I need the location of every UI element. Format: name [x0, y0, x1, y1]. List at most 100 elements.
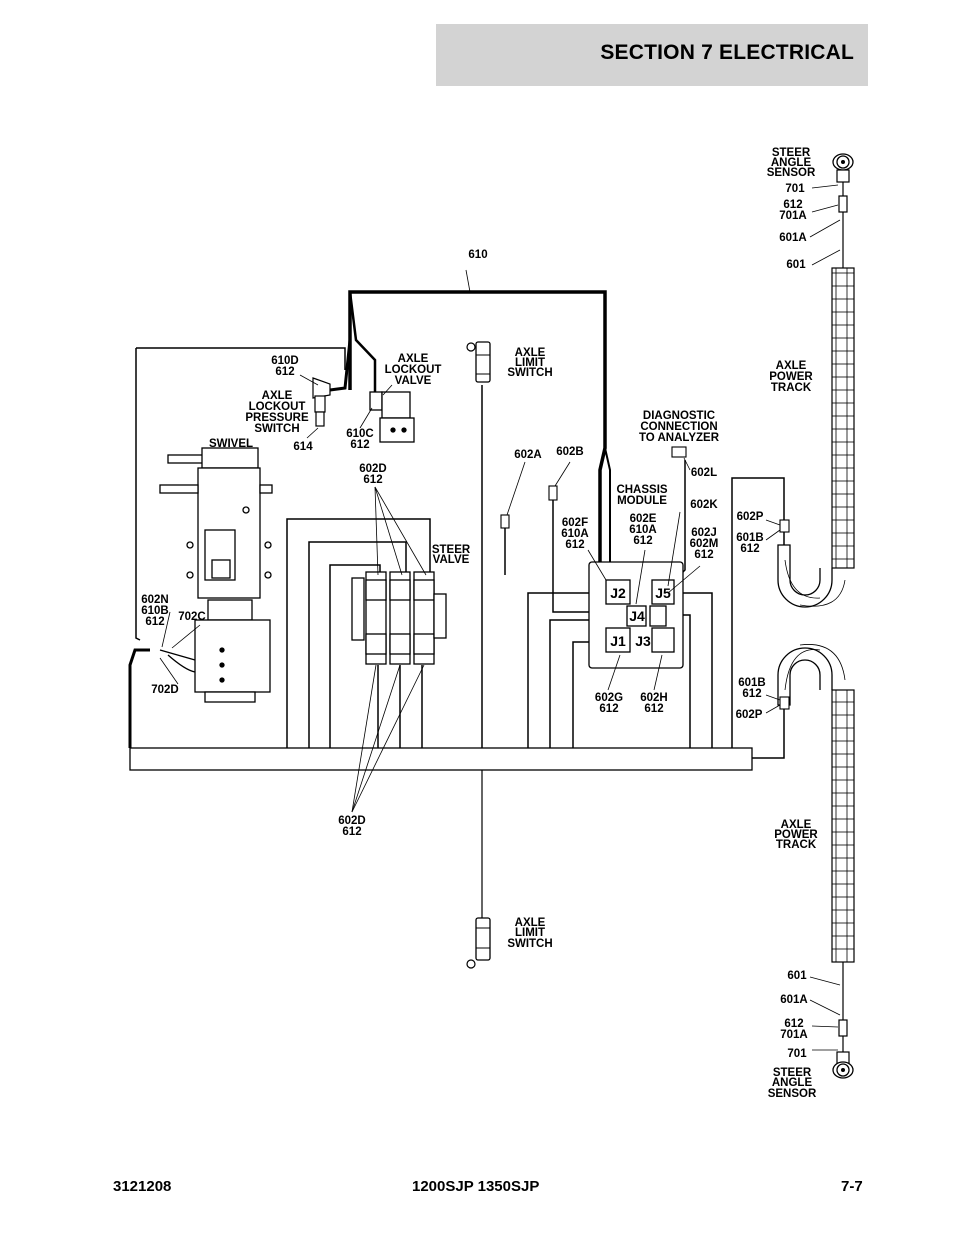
svg-text:TO ANALYZER: TO ANALYZER	[639, 432, 720, 444]
svg-text:602F: 602F	[562, 517, 588, 529]
svg-text:SWITCH: SWITCH	[254, 423, 299, 435]
label-chassis-module: CHASSIS MODULE	[616, 484, 667, 507]
label-602n: 602N 610B 612	[141, 594, 169, 628]
chassis-module	[588, 561, 684, 669]
axle-limit-switch-bottom	[466, 917, 491, 969]
label-601-top: 601	[786, 259, 806, 271]
svg-text:612: 612	[342, 826, 361, 838]
svg-text:POWER: POWER	[769, 371, 813, 383]
svg-text:LIMIT: LIMIT	[515, 357, 545, 369]
label-602p-601b-top: 602P 601B 612	[736, 511, 764, 555]
footer-doc-number: 3121208	[113, 1178, 172, 1195]
svg-text:612: 612	[275, 366, 294, 378]
svg-text:TRACK: TRACK	[776, 839, 817, 851]
svg-text:612: 612	[633, 535, 652, 547]
label-702c: 702C	[178, 611, 206, 623]
svg-text:VALVE: VALVE	[395, 375, 432, 387]
label-602j: 602J 602M 612	[690, 527, 719, 561]
section-title: SECTION 7 ELECTRICAL	[600, 41, 854, 64]
svg-text:AXLE: AXLE	[515, 347, 546, 359]
svg-text:612: 612	[145, 616, 164, 628]
label-602e: 602E 610A 612	[629, 513, 657, 547]
svg-text:AXLE: AXLE	[398, 353, 429, 365]
svg-text:STEER: STEER	[432, 544, 471, 556]
label-602f: 602F 610A 612	[561, 517, 589, 551]
svg-text:SENSOR: SENSOR	[768, 1088, 817, 1100]
connector-602p-bottom	[779, 696, 790, 710]
svg-text:601B: 601B	[738, 677, 766, 689]
connector-602a	[500, 514, 510, 529]
label-602p-bottom: 602P	[736, 709, 763, 721]
svg-text:PRESSURE: PRESSURE	[245, 412, 309, 424]
svg-text:602D: 602D	[338, 815, 366, 827]
svg-text:612: 612	[742, 688, 761, 700]
svg-text:602N: 602N	[141, 594, 169, 606]
svg-text:LOCKOUT: LOCKOUT	[249, 401, 306, 413]
svg-text:STEER: STEER	[773, 1067, 812, 1079]
steer-valve	[351, 571, 447, 665]
svg-text:SWITCH: SWITCH	[507, 938, 552, 950]
chassis-frame	[129, 747, 753, 771]
label-612-701a-bottom: 612 701A	[780, 1018, 808, 1041]
label-602g: 602G 612	[595, 692, 623, 715]
label-610c-612: 610C 612	[346, 428, 374, 451]
svg-text:AXLE: AXLE	[515, 917, 546, 929]
svg-text:AXLE: AXLE	[262, 390, 293, 402]
label-steer-valve: STEER VALVE	[432, 544, 471, 566]
svg-text:601B: 601B	[736, 532, 764, 544]
svg-text:AXLE: AXLE	[776, 360, 807, 372]
svg-text:612: 612	[740, 543, 759, 555]
svg-text:602E: 602E	[630, 513, 657, 525]
svg-text:TRACK: TRACK	[771, 382, 812, 394]
label-601a-top: 601A	[779, 232, 807, 244]
svg-text:602H: 602H	[640, 692, 668, 704]
label-axle-power-track-top: AXLE POWER TRACK	[769, 360, 813, 394]
wire-sensor-top	[838, 182, 848, 268]
jack-j2: J2	[610, 585, 626, 601]
section-header: SECTION 7 ELECTRICAL	[436, 24, 868, 86]
svg-text:610C: 610C	[346, 428, 374, 440]
label-701-top: 701	[785, 183, 805, 195]
connector-602p-top	[779, 519, 790, 533]
svg-text:SWITCH: SWITCH	[507, 367, 552, 379]
label-601-bottom: 601	[787, 970, 807, 982]
svg-text:612: 612	[363, 474, 382, 486]
label-614: 614	[293, 441, 313, 453]
label-602d-612-bottom: 602D 612	[338, 815, 366, 838]
footer-page-number: 7-7	[841, 1178, 863, 1195]
svg-text:DIAGNOSTIC: DIAGNOSTIC	[643, 410, 715, 422]
label-602k: 602K	[690, 499, 718, 511]
svg-text:LOCKOUT: LOCKOUT	[385, 364, 442, 376]
axle-limit-switch-top	[466, 341, 491, 383]
jack-j4: J4	[629, 608, 645, 624]
label-602h: 602H 612	[640, 692, 668, 715]
axle-power-track-upper	[831, 267, 855, 569]
axle-power-track-lower	[831, 689, 855, 963]
svg-text:ANGLE: ANGLE	[771, 157, 812, 169]
svg-text:POWER: POWER	[774, 829, 818, 841]
steer-angle-sensor-bottom	[832, 1051, 854, 1079]
label-steer-angle-sensor-top: STEER ANGLE SENSOR	[767, 147, 816, 179]
svg-text:612: 612	[599, 703, 618, 715]
svg-text:612: 612	[350, 439, 369, 451]
svg-text:ANGLE: ANGLE	[772, 1077, 813, 1089]
svg-text:612: 612	[784, 1018, 803, 1030]
label-axle-power-track-bottom: AXLE POWER TRACK	[774, 819, 818, 851]
axle-lockout-valve	[369, 391, 415, 443]
label-602l: 602L	[691, 467, 717, 479]
label-602a: 602A	[514, 449, 542, 461]
svg-text:SENSOR: SENSOR	[767, 167, 816, 179]
label-610: 610	[468, 249, 487, 261]
svg-text:CHASSIS: CHASSIS	[616, 484, 667, 496]
label-axle-limit-switch-bottom: AXLE LIMIT SWITCH	[507, 917, 552, 950]
svg-text:612: 612	[644, 703, 663, 715]
label-601a-bottom: 601A	[780, 994, 808, 1006]
label-602b: 602B	[556, 446, 584, 458]
label-steer-angle-sensor-bottom: STEER ANGLE SENSOR	[768, 1067, 817, 1100]
label-702d: 702D	[151, 684, 179, 696]
svg-text:612: 612	[783, 199, 802, 211]
chassis-module-jacks: J2 J5 J4 J1 J3	[610, 585, 671, 649]
svg-text:AXLE: AXLE	[781, 819, 812, 831]
axle-lockout-pressure-switch	[312, 377, 331, 427]
